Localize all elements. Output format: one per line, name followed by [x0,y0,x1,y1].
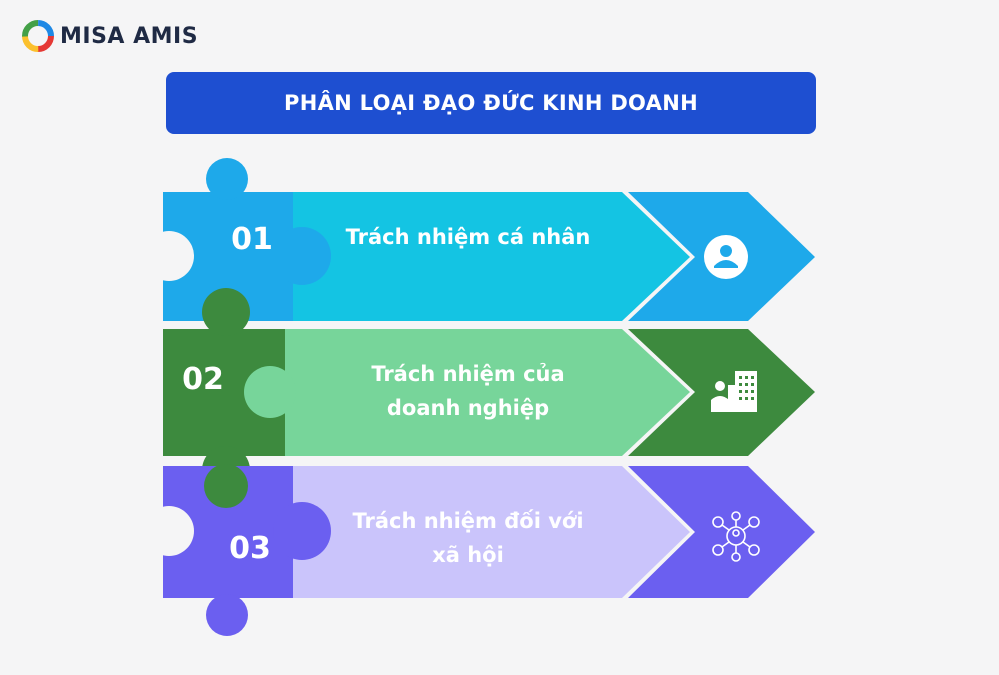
brand-logo: MISA AMIS [22,20,198,52]
office-building-icon [711,371,757,412]
row-2-puzzle-tab-right [244,366,296,418]
row-1-puzzle-notch-left [144,231,194,281]
row-2-arrow [628,329,815,456]
row-3-puzzle-notch-top [204,464,248,508]
page-title: PHÂN LOẠI ĐẠO ĐỨC KINH DOANH [284,91,698,115]
person-icon [704,235,748,279]
row-1-number: 01 [231,222,273,257]
row-3-puzzle-tab-bottom [206,594,248,636]
row-2-number: 02 [182,362,224,397]
row-3-label-panel [290,466,690,598]
social-network-icon [712,511,760,562]
row-3-label-line-1: Trách nhiệm đối với [352,509,583,533]
row-3-label-line-2: xã hội [432,543,504,567]
row-2: 02 Trách nhiệm của doanh nghiệp [163,288,815,494]
row-3: 03 Trách nhiệm đối với xã hội [144,464,815,636]
row-3-arrow [628,466,815,598]
row-1-label-panel [290,192,690,321]
row-1-puzzle-tab-right [273,227,331,285]
row-2-puzzle-tab-top [202,288,250,336]
row-2-label-line-2: doanh nghiệp [387,396,549,420]
row-3-number: 03 [229,531,271,566]
row-3-puzzle-tab-right [273,502,331,560]
row-2-label-line-1: Trách nhiệm của [371,362,564,386]
row-1-puzzle-tab-top [206,158,248,200]
row-2-label-panel [283,329,690,456]
brand-name: MISA AMIS [60,23,199,49]
misa-logo-icon [22,20,54,52]
row-3-puzzle-notch-left [144,506,194,556]
row-1-label: Trách nhiệm cá nhân [346,225,591,249]
title-banner: PHÂN LOẠI ĐẠO ĐỨC KINH DOANH [166,72,816,134]
row-1: 01 Trách nhiệm cá nhân [144,158,815,321]
